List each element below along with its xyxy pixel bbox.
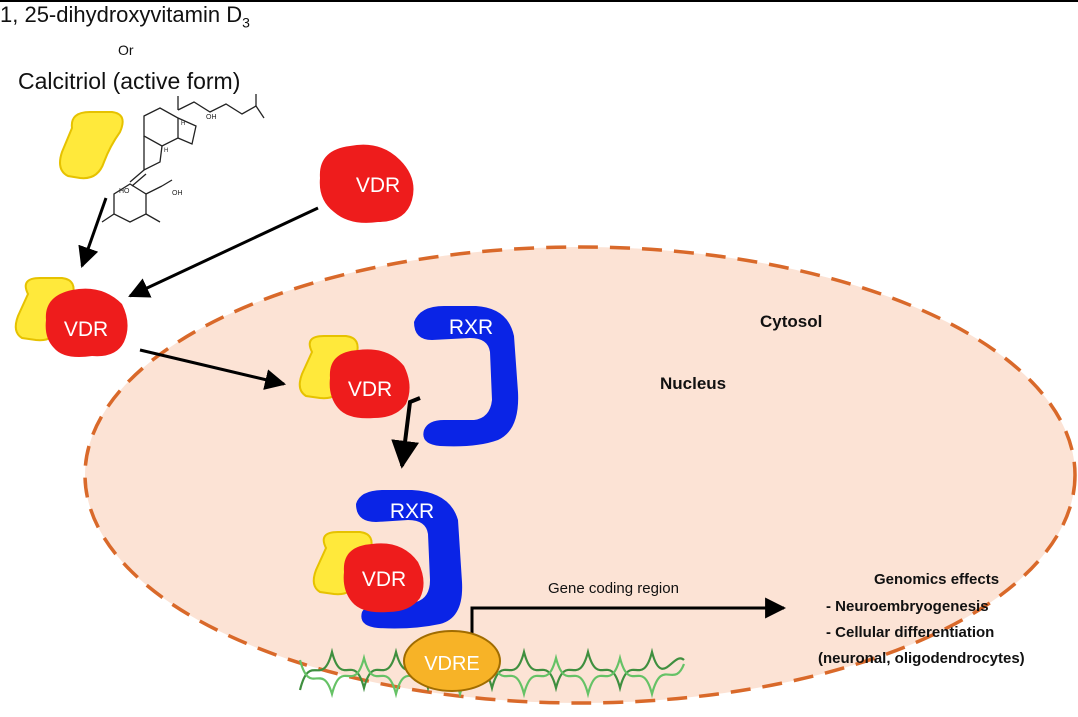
molecule-label-oh: OH	[172, 190, 183, 197]
label-gene-coding-region: Gene coding region	[548, 580, 679, 597]
vdr-free-label: VDR	[356, 174, 400, 197]
vdr-bound-label: VDR	[64, 318, 108, 341]
arrow-vdr-to-complex	[128, 206, 319, 298]
vdr-bound	[45, 288, 128, 357]
title-vitamin-d-subscript: 3	[242, 14, 250, 31]
vdr-complex	[343, 543, 424, 613]
molecule-label-oh-side: OH	[206, 114, 217, 121]
vdre-label: VDRE	[424, 653, 480, 675]
label-nucleus: Nucleus	[660, 374, 727, 393]
genomic-effect-item: - Neuroembryogenesis	[826, 598, 989, 615]
vdr-free	[319, 144, 414, 223]
vdr-nucleus-label: VDR	[348, 378, 392, 401]
title-vitamin-d: 1, 25-dihydroxyvitamin D3	[0, 2, 250, 30]
label-cytosol: Cytosol	[760, 312, 823, 331]
title-calcitriol: Calcitriol (active form)	[18, 68, 241, 94]
vdr-nucleus	[329, 349, 410, 419]
arrow-heterodimer-formation	[391, 396, 421, 469]
arrow-complex-to-nucleus	[139, 348, 287, 390]
molecule-label-ho: HO	[119, 188, 130, 195]
rxr-nucleus-label: RXR	[449, 316, 493, 339]
rxr-complex-label: RXR	[390, 500, 434, 523]
genomic-effect-item: - Cellular differentiation	[826, 624, 995, 641]
rxr-complex	[356, 490, 463, 629]
vdre-element	[403, 630, 501, 692]
arrow-ligand-to-complex	[78, 197, 108, 268]
title-or: Or	[118, 42, 134, 58]
calcitriol-molecule-structure	[101, 94, 265, 223]
title-vitamin-d-text: 1, 25-dihydroxyvitamin D	[0, 2, 243, 27]
rxr-nucleus	[414, 306, 519, 447]
molecule-label-h-mid: H	[164, 148, 168, 154]
genomic-effect-item: (neuronal, oligodendrocytes)	[818, 650, 1025, 667]
calcitriol-ligand-free	[59, 111, 124, 180]
genomic-effects-title: Genomics effects	[874, 571, 1000, 588]
molecule-label-h-top: H	[181, 121, 185, 127]
vdr-complex-label: VDR	[362, 568, 406, 591]
